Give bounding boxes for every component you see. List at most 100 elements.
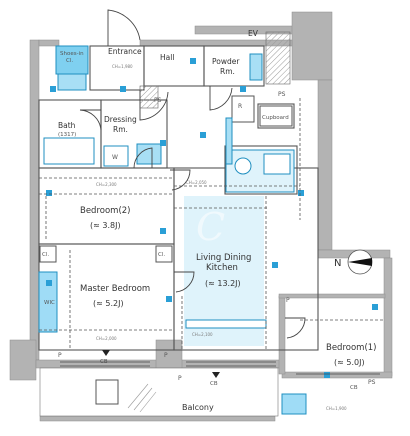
wic-label: WIC: [44, 300, 55, 306]
cupboard-outline: [257, 103, 295, 129]
powder-label-1: Powder: [212, 57, 240, 66]
shoe-cabinet: [57, 73, 87, 91]
balcony-hatch: [127, 383, 157, 413]
ldk-door: [170, 169, 191, 191]
outlet: [160, 228, 166, 234]
entrance-door: [107, 9, 141, 46]
outlet: [50, 86, 56, 92]
ps-hall-label: PS: [154, 97, 162, 104]
r-mark-label: R: [238, 103, 242, 110]
right-outer-wall-upper: [317, 79, 333, 251]
dressing-label-2: Rm.: [113, 125, 128, 134]
ldk-label-2: Kitchen: [206, 263, 238, 273]
balcony-hatch-line: [139, 391, 157, 413]
bedroom1-label: Bedroom(1): [326, 343, 377, 353]
powder-outline: [203, 45, 265, 87]
cl-mid-box: [155, 245, 173, 263]
outlet: [240, 86, 246, 92]
bath-size: (1317): [58, 132, 76, 138]
top-left-wall: [38, 39, 60, 47]
toilet: [249, 53, 263, 81]
balcony-label: Balcony: [182, 403, 214, 412]
compass-label: N: [334, 258, 341, 269]
outlet: [372, 304, 378, 310]
cb-triangles: [102, 350, 220, 378]
compass-arrow: [348, 258, 372, 266]
bedroom2-area: (≈ 3.8J): [90, 221, 121, 230]
balcony-hatch-line: [133, 387, 153, 411]
master-closet: [38, 271, 58, 333]
balcony-bottom-wall: [39, 415, 276, 422]
kitchen-pillar: [225, 117, 233, 165]
ldk-label-1: Living Dining: [196, 253, 251, 263]
dressing-label-1: Dressing: [104, 115, 137, 124]
watermark: C: [196, 205, 225, 249]
bedroom1-top-wall: [278, 293, 386, 299]
shoes-in-label-2: Cl.: [66, 58, 73, 64]
bedroom1-door: [285, 317, 306, 339]
central-column: [155, 339, 183, 369]
ceiling-note: CH=1,900: [326, 406, 347, 411]
p-mark: P: [58, 352, 62, 359]
bedroom2-label: Bedroom(2): [80, 206, 131, 216]
stove: [263, 153, 291, 175]
outlet: [200, 132, 206, 138]
master-label: Master Bedroom: [80, 284, 150, 294]
master-outline: [38, 243, 175, 351]
cb-triangle: [102, 350, 110, 356]
floor-heating: [185, 319, 267, 329]
cupboard-label: Cupboard: [262, 115, 289, 121]
fixtures: [38, 45, 307, 415]
wall-hatch-right: [265, 31, 291, 85]
entrance-label: Entrance: [108, 47, 142, 56]
cb-mark: CB: [100, 359, 108, 365]
washing-machine: [103, 145, 129, 167]
balcony-storage: [281, 393, 307, 415]
outlet: [46, 190, 52, 196]
refrigerator-space: [231, 95, 255, 123]
bathtub: [43, 137, 95, 165]
bedroom1-area: (≈ 5.0J): [334, 358, 365, 367]
ceiling-note: CH=2,050: [186, 180, 207, 185]
outlet: [120, 86, 126, 92]
balcony-floor: [39, 367, 279, 417]
p-mark: P: [178, 375, 182, 382]
wm-label: W: [112, 154, 118, 161]
outlets: [46, 58, 378, 378]
ceiling-note: CH=2,100: [192, 332, 213, 337]
labels: Entrance Hall EV Shoes-in Cl. Powder Rm.…: [42, 29, 377, 412]
ldk-area: (≈ 13.2J): [205, 279, 241, 288]
cb-mark: CB: [210, 381, 218, 387]
left-outer-wall: [29, 39, 40, 361]
cupboard-box: [259, 105, 293, 127]
p-mark: P: [286, 297, 290, 304]
dashed-lines: [39, 98, 384, 350]
room-outlines: [38, 45, 319, 351]
kitchen-outline: [224, 145, 298, 195]
ceiling-note: CH=2,000: [96, 336, 117, 341]
bedroom1-bottom-wall: [281, 371, 393, 379]
ps-right-label: PS: [368, 379, 376, 386]
cl-left-label: Cl.: [42, 252, 49, 258]
top-right-column: [291, 11, 333, 81]
ceiling-note: CH=2,300: [96, 182, 117, 187]
powder-door: [209, 86, 233, 111]
hall-door: [139, 90, 169, 121]
ps-top-label: PS: [278, 91, 286, 98]
powder-label-2: Rm.: [220, 67, 235, 76]
hall-label: Hall: [160, 53, 174, 62]
windows: [60, 361, 380, 375]
bedroom2-door: [133, 147, 153, 169]
aircon-unit: [95, 379, 119, 405]
balcony-hatch-line: [127, 383, 149, 409]
outlet: [46, 280, 52, 286]
hall-outline: [143, 45, 205, 87]
cb-mark: CB: [350, 385, 358, 391]
outlet: [272, 262, 278, 268]
doors: [79, 9, 306, 339]
outlet: [324, 372, 330, 378]
master-door: [174, 271, 195, 293]
master-area: (≈ 5.2J): [93, 299, 124, 308]
p-mark: P: [164, 352, 168, 359]
